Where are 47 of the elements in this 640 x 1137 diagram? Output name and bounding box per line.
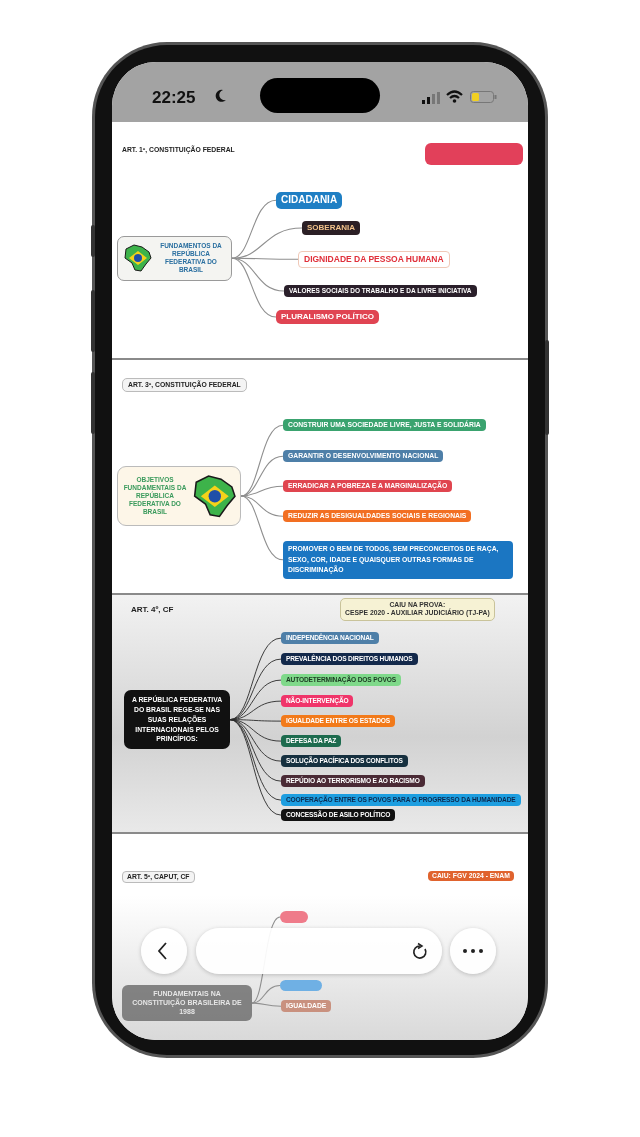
branch-line [229, 637, 282, 721]
topic-box [281, 695, 354, 708]
article-tag [122, 871, 195, 884]
topic-box [281, 794, 521, 807]
topic-box [280, 980, 322, 991]
topic-box [281, 674, 401, 687]
topic-box [283, 419, 486, 432]
topic-box [280, 911, 308, 923]
topic-box [283, 480, 453, 493]
topic-box [281, 735, 342, 748]
exam-badge [425, 143, 523, 165]
topic-box [276, 310, 379, 324]
topic-text: SOBERANIA [307, 223, 355, 233]
central-topic-box [117, 466, 241, 526]
branch-line [231, 227, 303, 259]
topic-box [283, 450, 444, 463]
topic-box [281, 715, 396, 728]
topic-text: CIDADANIA [281, 194, 338, 207]
status-time: 22:25 [152, 88, 196, 108]
topic-box [281, 775, 425, 788]
central-topic-box [124, 690, 230, 750]
topic-text: DIGNIDADE DA PESSOA HUMANA [304, 254, 444, 265]
branch-line [229, 719, 282, 816]
branch-line [251, 984, 281, 1004]
exam-badge [428, 871, 514, 882]
topic-box [284, 285, 477, 298]
branch-line [229, 719, 282, 801]
topic-box [281, 755, 408, 768]
topic-box [276, 192, 343, 209]
article-tag [122, 378, 247, 393]
branch-line [231, 257, 277, 318]
article-title: ART. 4º, CF [131, 605, 174, 614]
branch-line [240, 495, 284, 561]
topic-box [298, 251, 450, 268]
central-topic-box [122, 985, 252, 1022]
topic-box [302, 221, 360, 235]
topic-box [281, 809, 396, 822]
branch-line [251, 1002, 282, 1007]
topic-box [281, 653, 418, 666]
topic-box [281, 632, 379, 645]
topic-box [281, 1000, 332, 1013]
topic-text: PLURALISMO POLÍTICO [281, 312, 374, 322]
branch-line [231, 199, 277, 259]
topic-box [283, 541, 513, 579]
central-topic-box [117, 236, 232, 281]
exam-badge [340, 598, 495, 621]
topic-box [283, 510, 472, 523]
